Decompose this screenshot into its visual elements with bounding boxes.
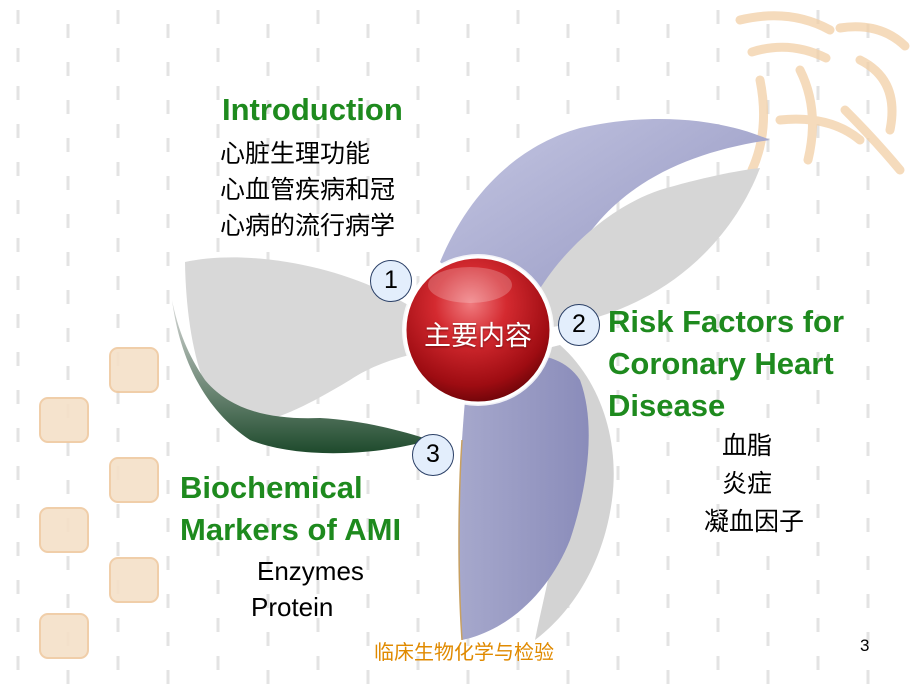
- risk-factor-item-2: 炎症: [722, 469, 773, 498]
- introduction-line-3: 心病的流行病学: [220, 211, 396, 240]
- introduction-title: Introduction: [222, 92, 403, 127]
- blade-top-gray: [520, 168, 760, 330]
- blade-left-dark-edge: [172, 300, 430, 454]
- center-red-ball: [403, 255, 553, 405]
- risk-factor-item-1: 血脂: [722, 431, 773, 460]
- risk-factor-item-3: 凝血因子: [704, 507, 805, 536]
- center-label: 主要内容: [424, 321, 532, 352]
- biomarker-item-protein: Protein: [251, 592, 334, 622]
- page-number: 3: [860, 636, 870, 655]
- risk-factors-title-line-1: Risk Factors for: [608, 304, 845, 339]
- section-number-3: 3: [412, 434, 454, 476]
- biomarkers-title-line-2: Markers of AMI: [180, 512, 402, 547]
- blade-left-gray: [185, 257, 470, 423]
- calligraphy-seal-decoration: [735, 11, 910, 175]
- introduction-line-2: 心血管疾病和冠: [220, 175, 396, 204]
- biomarker-item-enzymes: Enzymes: [257, 556, 364, 586]
- section-number-2: 2: [558, 304, 600, 346]
- risk-factors-title-line-2: Coronary Heart: [608, 346, 834, 381]
- seal-stamps-column: [39, 347, 159, 659]
- biomarkers-title-line-1: Biochemical: [180, 470, 363, 505]
- section-number-1: 1: [370, 260, 412, 302]
- risk-factors-title-line-3: Disease: [608, 388, 726, 423]
- introduction-line-1: 心脏生理功能: [220, 139, 371, 168]
- blade-bottom-purple: [459, 354, 589, 640]
- footer-course-title: 临床生物化学与检验: [374, 640, 554, 664]
